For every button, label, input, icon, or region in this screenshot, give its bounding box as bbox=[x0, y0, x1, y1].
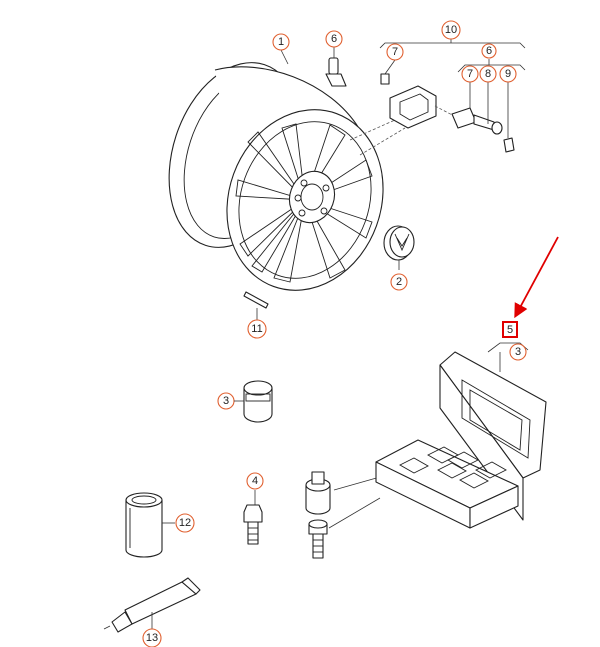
callout-6b: 6 bbox=[481, 43, 497, 59]
callout-7a: 7 bbox=[386, 43, 404, 61]
callout-3a: 3 bbox=[509, 343, 527, 361]
svg-text:7: 7 bbox=[392, 46, 398, 58]
svg-text:4: 4 bbox=[252, 475, 258, 487]
callout-5-highlighted: 5 bbox=[502, 321, 518, 338]
callout-9: 9 bbox=[499, 65, 517, 83]
callout-10: 10 bbox=[441, 20, 461, 40]
balance-weight bbox=[243, 291, 269, 320]
svg-text:2: 2 bbox=[396, 276, 402, 288]
svg-text:10: 10 bbox=[445, 24, 457, 36]
svg-text:6: 6 bbox=[486, 45, 492, 57]
storage-case bbox=[375, 351, 547, 529]
svg-text:13: 13 bbox=[146, 632, 158, 644]
callout-12: 12 bbox=[175, 513, 195, 533]
callout-1: 1 bbox=[272, 33, 290, 51]
tire-valve bbox=[325, 47, 347, 87]
svg-text:8: 8 bbox=[485, 68, 491, 80]
svg-text:7: 7 bbox=[467, 68, 473, 80]
svg-text:1: 1 bbox=[278, 36, 284, 48]
center-cap bbox=[383, 225, 415, 270]
svg-text:6: 6 bbox=[331, 33, 337, 45]
callout-11: 11 bbox=[247, 319, 267, 339]
callout-4: 4 bbox=[246, 472, 264, 490]
callout-13: 13 bbox=[142, 628, 162, 647]
svg-text:11: 11 bbox=[251, 323, 262, 335]
pressure-sensor bbox=[349, 59, 459, 156]
svg-text:5: 5 bbox=[507, 324, 513, 336]
callout-8: 8 bbox=[479, 65, 497, 83]
svg-text:3: 3 bbox=[223, 395, 229, 407]
wheel-bolt bbox=[243, 490, 263, 545]
callout-2: 2 bbox=[390, 273, 408, 291]
callout-7b: 7 bbox=[461, 65, 479, 83]
grease-tube bbox=[103, 577, 201, 633]
callout-6a: 6 bbox=[325, 30, 343, 48]
svg-text:3: 3 bbox=[515, 346, 521, 358]
svg-text:12: 12 bbox=[179, 517, 191, 529]
valve-parts bbox=[451, 82, 515, 153]
lock-kit-parts bbox=[305, 471, 381, 559]
lock-adapter bbox=[243, 380, 273, 423]
wheel-rim bbox=[168, 49, 384, 291]
highlight-arrow bbox=[514, 236, 559, 319]
svg-text:9: 9 bbox=[505, 68, 511, 80]
sealant-can bbox=[125, 492, 175, 558]
callout-3b: 3 bbox=[217, 392, 235, 410]
